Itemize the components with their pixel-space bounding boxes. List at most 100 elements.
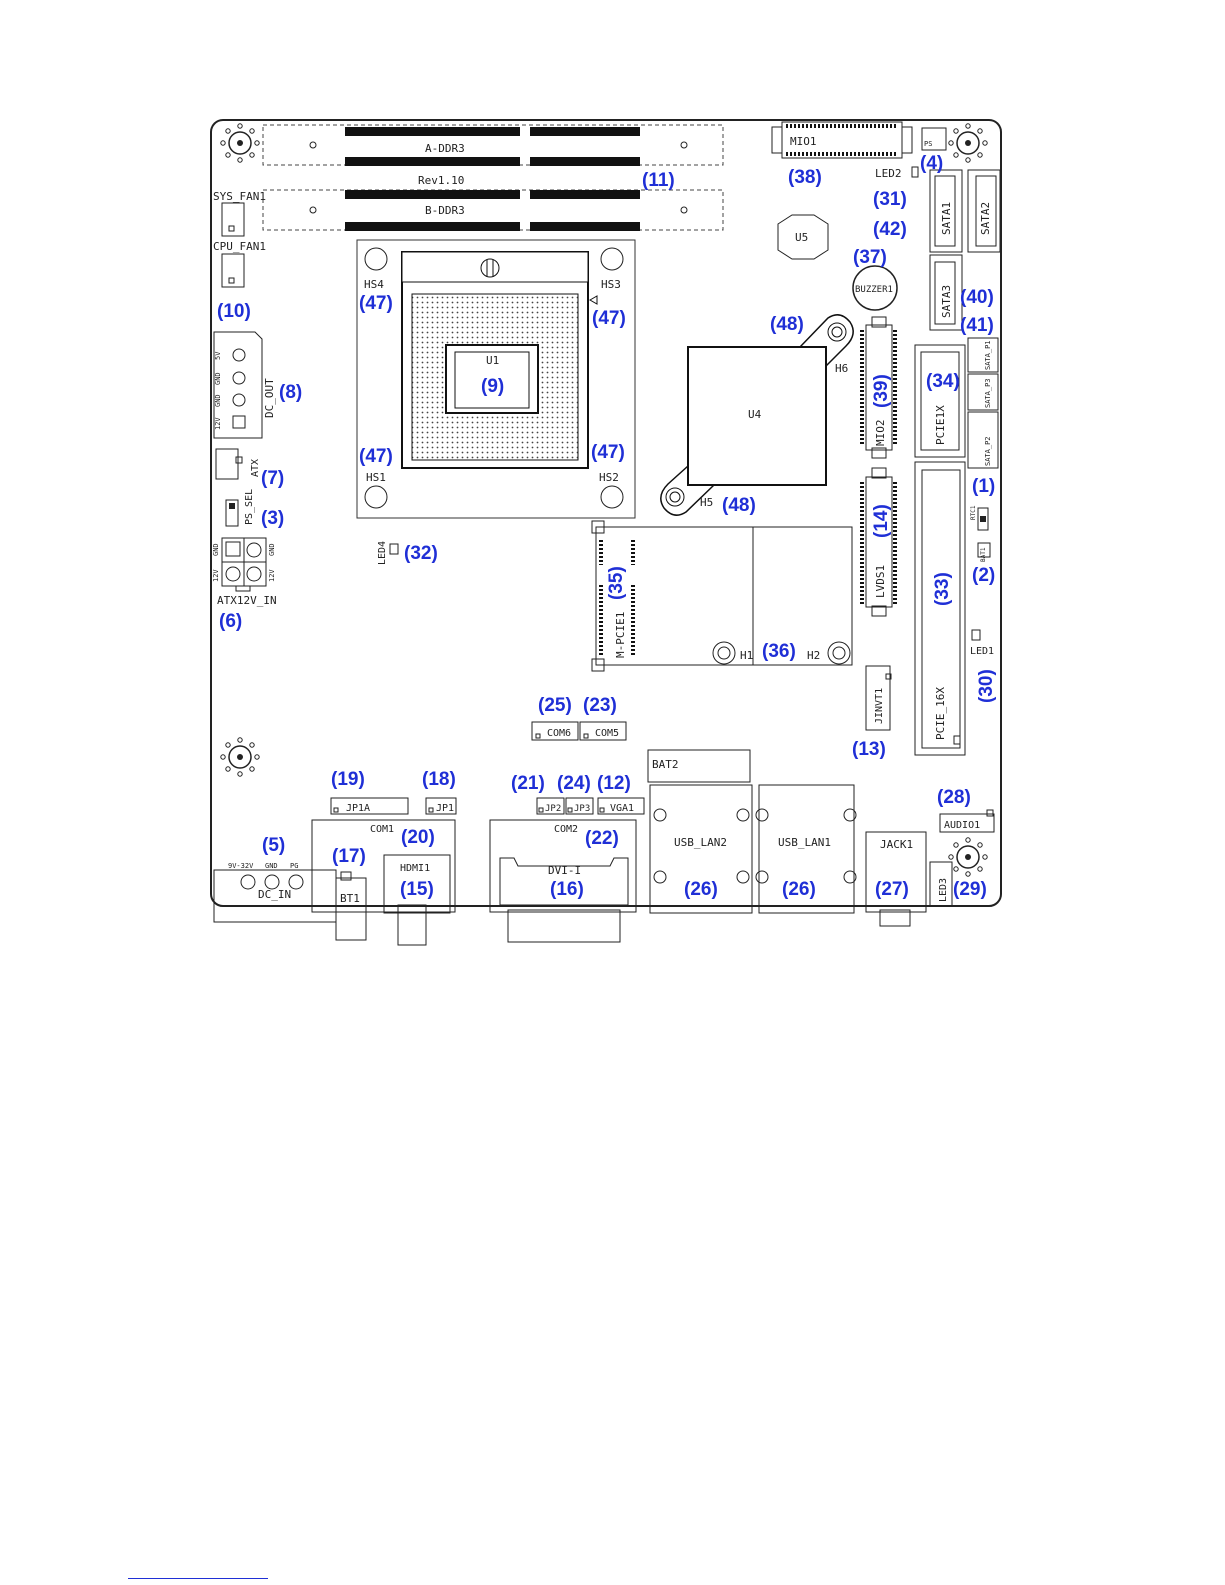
callout-32: (32) — [404, 543, 438, 564]
callout-15: (15) — [400, 879, 434, 900]
sys-fan-label: SYS_FAN1 — [213, 190, 266, 203]
callout-42: (42) — [873, 219, 907, 240]
cpu-socket — [401, 251, 598, 469]
callout-4: (4) — [920, 153, 943, 174]
a-ddr3-slot — [262, 124, 724, 166]
rtc1-jumper — [977, 507, 989, 531]
mio1-connector — [771, 121, 913, 159]
sata-p2-label: SATA_P2 — [984, 436, 992, 466]
h1-label: H1 — [740, 649, 753, 662]
com2-label: COM2 — [554, 824, 578, 835]
callout-39: (39) — [871, 374, 892, 408]
m-pcie1-slot — [591, 520, 853, 672]
led3-label: LED3 — [938, 878, 949, 902]
lvds1-label: LVDS1 — [874, 565, 887, 598]
mio2-label: MIO2 — [874, 420, 887, 447]
jp2-label: JP2 — [545, 804, 561, 814]
audio1-label: AUDIO1 — [944, 820, 980, 831]
bat2-holder — [647, 749, 751, 783]
pcie16x-label: PCIE_16X — [934, 687, 947, 740]
atx-connector — [215, 448, 239, 480]
u1-label: U1 — [486, 354, 499, 367]
callout-38: (38) — [788, 167, 822, 188]
callout-14: (14) — [871, 504, 892, 538]
dc-in-label: DC_IN — [258, 888, 291, 901]
vga1-header — [597, 797, 645, 815]
sata-p3-connector — [967, 373, 999, 411]
bt1-button — [335, 877, 367, 941]
jp3-header — [565, 797, 594, 815]
atx12v-12v2: 12V — [268, 569, 276, 582]
callout-28: (28) — [937, 787, 971, 808]
callout-23: (23) — [583, 695, 617, 716]
com6-label: COM6 — [547, 728, 571, 739]
hs3-label: HS3 — [601, 278, 621, 291]
jp1-header — [425, 797, 457, 815]
callout-5: (5) — [262, 835, 285, 856]
callout-18: (18) — [422, 769, 456, 790]
h5-label: H5 — [700, 496, 713, 509]
pcie1x-slot — [914, 344, 966, 458]
pcie16x-slot — [914, 461, 966, 756]
sata-p3-label: SATA_P3 — [984, 378, 992, 408]
bt1-label: BT1 — [340, 892, 360, 905]
u5-label: U5 — [795, 231, 808, 244]
mio2-connector — [860, 316, 897, 459]
h6-label: H6 — [835, 362, 848, 375]
atx12v-in-connector — [221, 537, 267, 592]
dc-in-pg-label: PG — [290, 862, 298, 870]
hdmi1-connector — [383, 854, 451, 946]
audio1-header — [939, 813, 995, 833]
ps-sel-label: PS_SEL — [244, 489, 255, 525]
atx-label: ATX — [250, 459, 261, 477]
buzzer-label: BUZZER1 — [855, 285, 893, 295]
callout-48-bottom: (48) — [722, 495, 756, 516]
mounting-hole — [220, 123, 260, 163]
heatsink-area — [356, 239, 636, 519]
sata1-connector — [929, 169, 963, 253]
dc-out-connector — [213, 331, 263, 439]
ps-jumper — [921, 127, 947, 151]
dc-in-9v32v-label: 9V-32V — [228, 862, 254, 870]
jack1-label: JACK1 — [880, 838, 913, 851]
pcie1x-label: PCIE1X — [934, 405, 947, 445]
sata3-connector — [929, 254, 963, 331]
callout-35: (35) — [606, 566, 627, 600]
sata-p2-connector — [967, 411, 999, 469]
led4 — [389, 543, 399, 555]
usb-lan2-label: USB_LAN2 — [674, 836, 727, 849]
sata2-label: SATA2 — [979, 202, 992, 235]
led1 — [971, 629, 981, 641]
bat2-label: BAT2 — [652, 758, 679, 771]
jp1-label: JP1 — [436, 803, 454, 814]
revision-label: Rev1.10 — [418, 174, 464, 187]
a-ddr3-label: A-DDR3 — [425, 142, 465, 155]
jp1a-header — [330, 797, 409, 815]
jinvt1-connector — [865, 665, 891, 731]
callout-26-right: (26) — [782, 879, 816, 900]
ps-sel-jumper — [225, 499, 239, 527]
hdmi1-label: HDMI1 — [400, 863, 430, 874]
mounting-hole — [220, 737, 260, 777]
usb-lan1-label: USB_LAN1 — [778, 836, 831, 849]
b-ddr3-label: B-DDR3 — [425, 204, 465, 217]
jp3-label: JP3 — [574, 804, 590, 814]
heatsink-hole-hs3 — [600, 247, 624, 271]
dc-out-gnd1: GND — [214, 372, 222, 385]
jack1-connector — [865, 831, 927, 927]
callout-26-left: (26) — [684, 879, 718, 900]
led3 — [929, 861, 953, 907]
callout-47-tr: (47) — [592, 308, 626, 329]
bat1-label: BAT1 — [980, 547, 987, 562]
com5-label: COM5 — [595, 728, 619, 739]
callout-24: (24) — [557, 773, 591, 794]
callout-30: (30) — [976, 669, 997, 703]
callout-33: (33) — [932, 572, 953, 606]
callout-20: (20) — [401, 827, 435, 848]
callout-13: (13) — [852, 739, 886, 760]
sata-p1-connector — [967, 337, 999, 373]
b-ddr3-slot — [262, 189, 724, 231]
m-pcie1-label: M-PCIE1 — [614, 612, 627, 658]
callout-10: (10) — [217, 301, 251, 322]
